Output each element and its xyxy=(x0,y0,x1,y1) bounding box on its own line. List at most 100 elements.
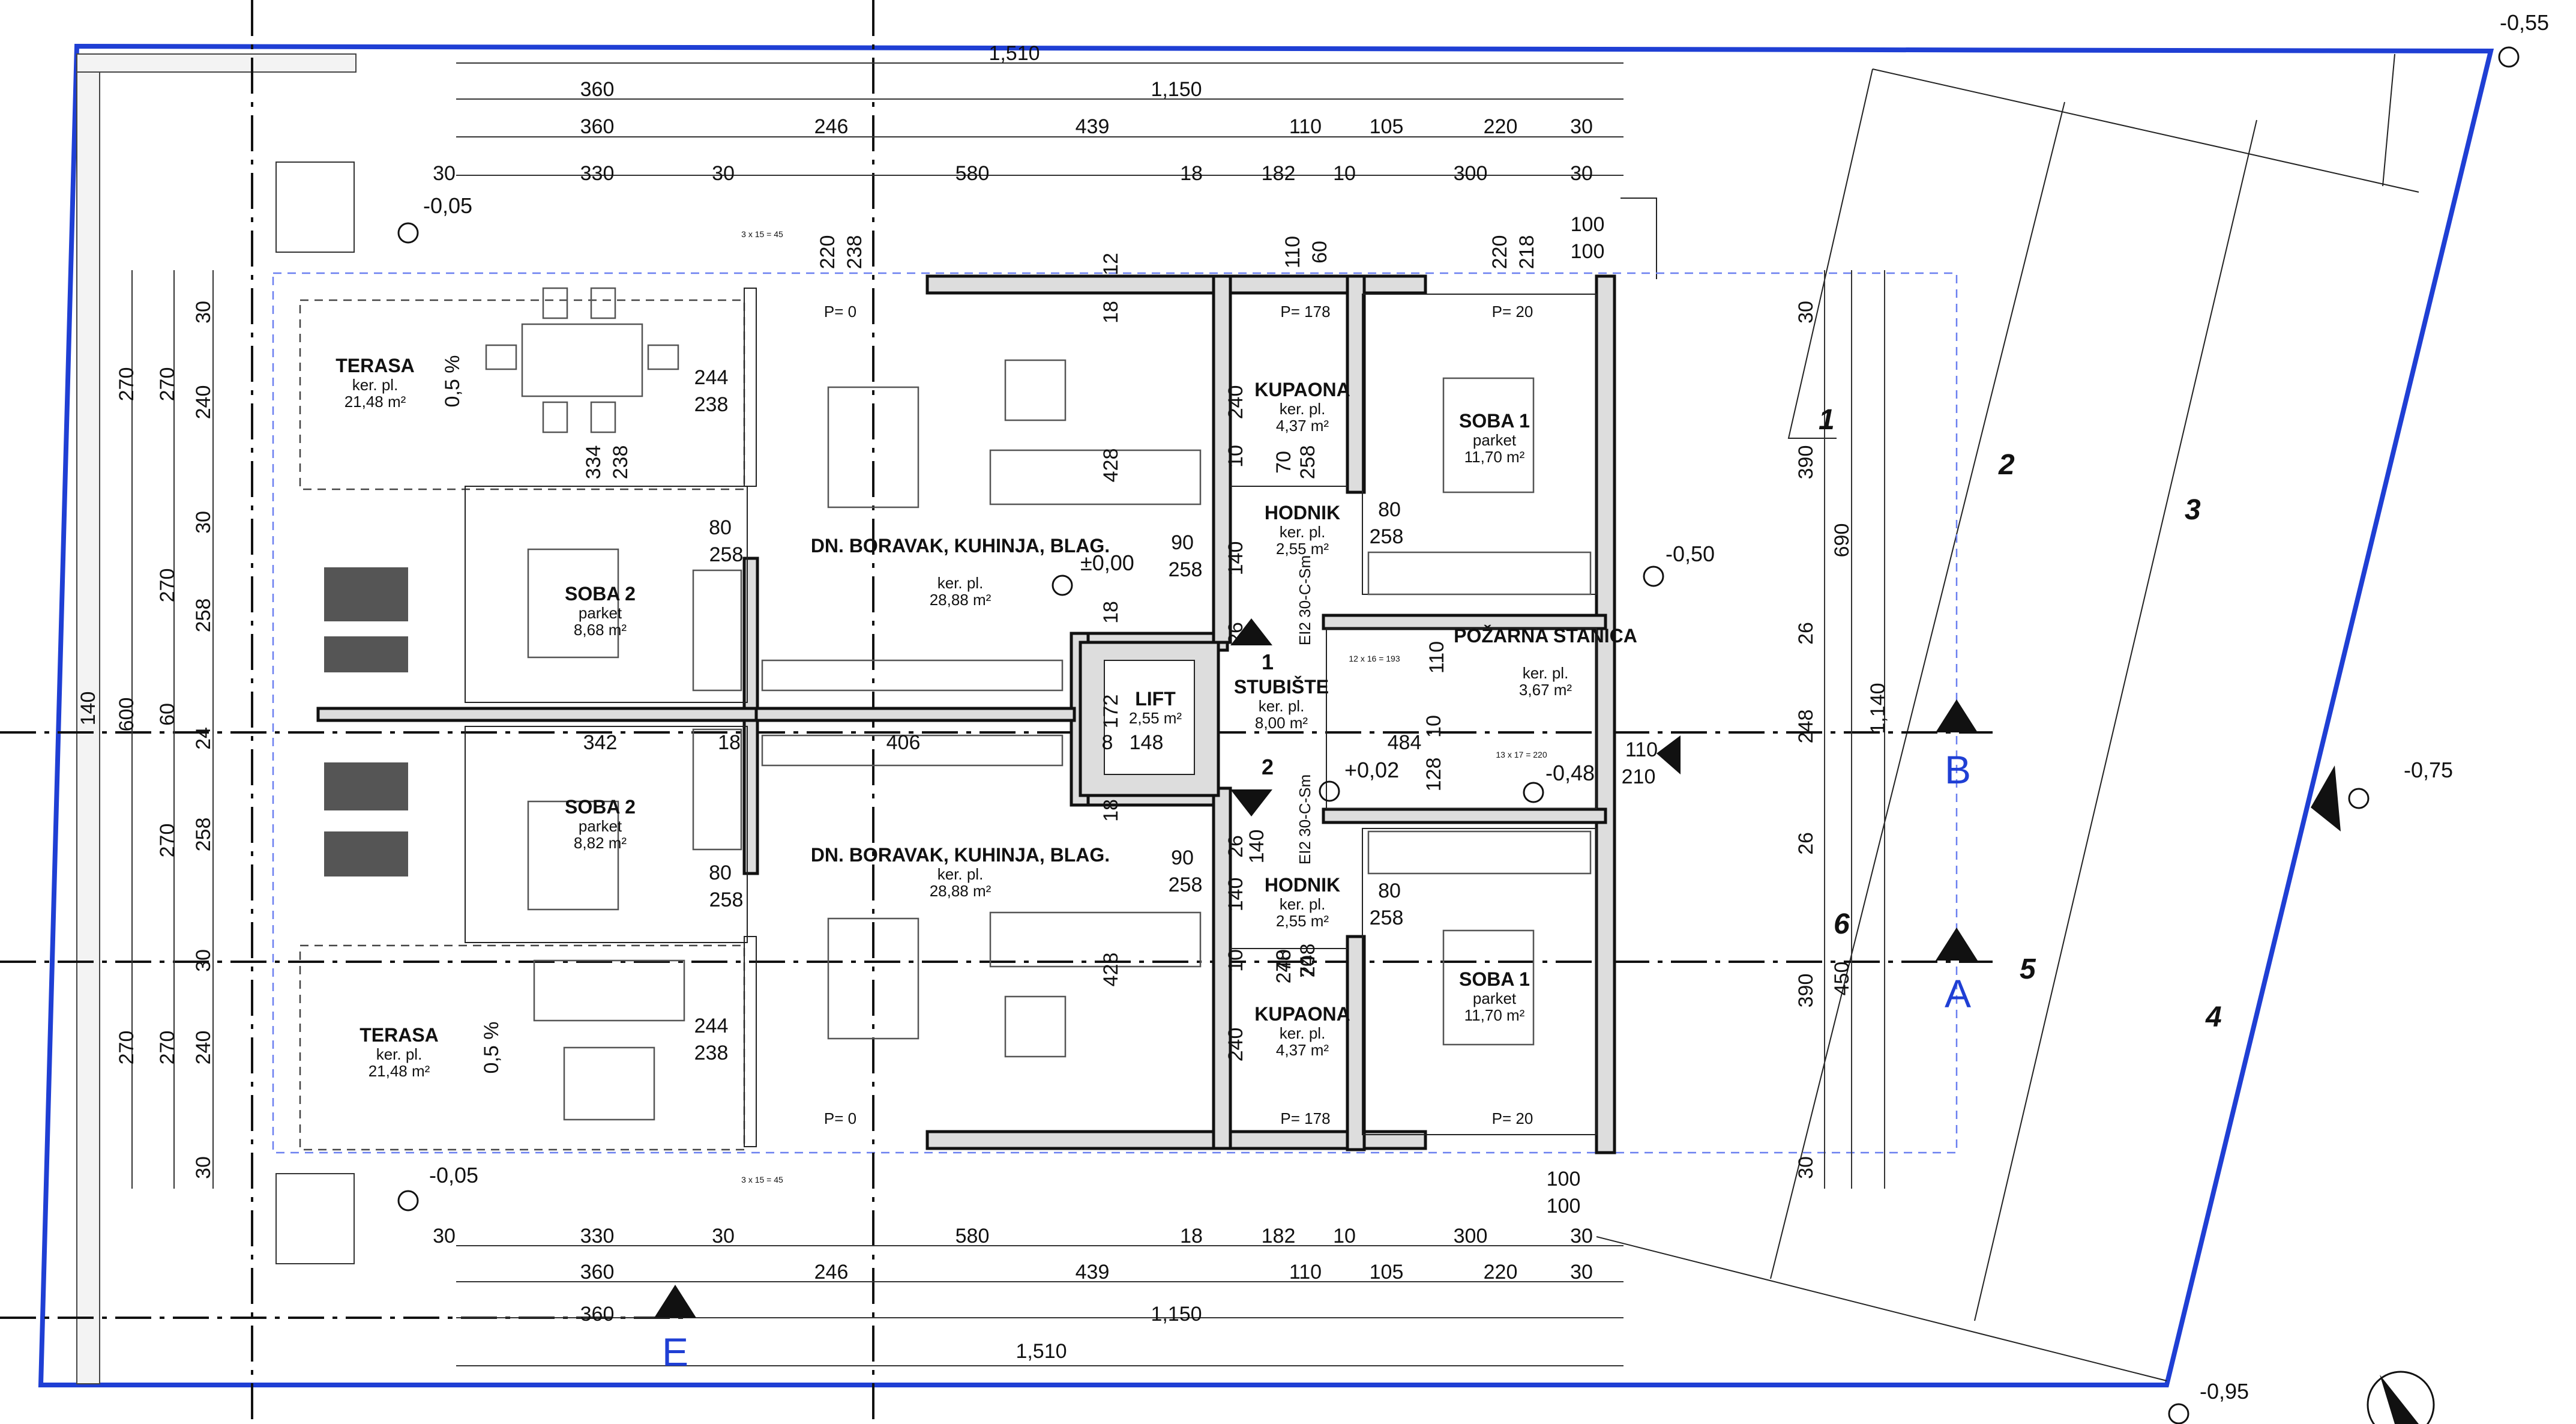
svg-text:ker. pl.: ker. pl. xyxy=(352,376,399,394)
level-mark: -0,05 xyxy=(423,193,472,218)
room-label-hodnik-top: HODNIK ker. pl. 2,55 m² xyxy=(1265,502,1340,558)
stair-count-labels: 12 x 16 = 193 13 x 17 = 220 3 x 15 = 45 … xyxy=(741,229,1547,1184)
svg-text:182: 182 xyxy=(1262,1225,1296,1248)
svg-text:ker. pl.: ker. pl. xyxy=(376,1045,423,1063)
room-label-soba2-top: SOBA 2 parket 8,68 m² xyxy=(565,583,636,639)
svg-text:30: 30 xyxy=(192,301,215,324)
svg-text:parket: parket xyxy=(1473,431,1517,449)
terrace-wall-left xyxy=(76,53,100,1384)
svg-text:21,48 m²: 21,48 m² xyxy=(345,393,406,411)
svg-text:ker. pl.: ker. pl. xyxy=(1280,523,1326,541)
furniture xyxy=(485,287,1592,1121)
svg-text:ker. pl.: ker. pl. xyxy=(937,574,984,592)
level-mark: +0,02 xyxy=(1344,758,1399,782)
svg-text:70: 70 xyxy=(1272,451,1295,474)
svg-text:238: 238 xyxy=(694,1042,729,1064)
room-label-pozarna: POŽARNA STANICA ker. pl. 3,67 m² xyxy=(1454,625,1637,699)
svg-text:238: 238 xyxy=(694,393,729,416)
svg-text:428: 428 xyxy=(1100,448,1122,483)
terrace-outline-bottom xyxy=(299,944,745,1151)
svg-text:90: 90 xyxy=(1171,531,1194,554)
dims-left: 270 270 240 30 30 270 258 140 600 60 24 … xyxy=(77,301,215,1179)
plot-boundary xyxy=(38,43,2494,1387)
svg-text:26: 26 xyxy=(1795,622,1817,645)
dim-top-total: 1,510 xyxy=(989,42,1040,65)
svg-text:300: 300 xyxy=(1454,162,1488,185)
svg-text:270: 270 xyxy=(156,824,179,858)
svg-text:parket: parket xyxy=(579,817,622,835)
svg-text:HODNIK: HODNIK xyxy=(1265,874,1340,896)
svg-text:3 x 15 = 45: 3 x 15 = 45 xyxy=(741,1175,783,1184)
slope-label: 0,5 % xyxy=(441,355,464,408)
svg-text:2,55 m²: 2,55 m² xyxy=(1129,709,1182,727)
svg-text:30: 30 xyxy=(1570,1261,1593,1284)
dims-bottom: 30 330 30 580 18 182 10 300 30 360 246 4… xyxy=(433,1225,1593,1363)
axis-label-A: A xyxy=(1945,971,1971,1016)
svg-text:30: 30 xyxy=(712,1225,735,1248)
svg-text:70: 70 xyxy=(1296,955,1319,978)
svg-text:110: 110 xyxy=(1289,115,1322,138)
svg-text:330: 330 xyxy=(580,1225,615,1248)
svg-text:18: 18 xyxy=(1100,301,1122,324)
svg-text:10: 10 xyxy=(1422,715,1445,738)
section-marks xyxy=(654,618,2341,1318)
svg-text:5: 5 xyxy=(2020,953,2036,985)
svg-text:30: 30 xyxy=(192,1156,215,1179)
svg-text:258: 258 xyxy=(1169,558,1203,581)
svg-text:SOBA 2: SOBA 2 xyxy=(565,583,636,605)
svg-text:484: 484 xyxy=(1388,731,1422,754)
svg-text:210: 210 xyxy=(1622,765,1656,788)
svg-text:100: 100 xyxy=(1571,213,1605,236)
svg-text:140: 140 xyxy=(1224,878,1247,912)
svg-text:26: 26 xyxy=(1795,832,1817,855)
axis-label-E: E xyxy=(662,1330,688,1374)
exterior-walls xyxy=(316,274,1616,1154)
svg-text:258: 258 xyxy=(1296,445,1319,480)
svg-text:240: 240 xyxy=(192,385,215,420)
dims-right: 30 390 690 26 248 1,140 26 390 450 30 xyxy=(1795,301,1889,1179)
svg-text:ker. pl.: ker. pl. xyxy=(1523,664,1569,682)
svg-text:2: 2 xyxy=(1998,449,2015,481)
svg-text:439: 439 xyxy=(1076,1261,1110,1284)
svg-text:600: 600 xyxy=(115,698,138,732)
svg-text:18: 18 xyxy=(1100,799,1122,822)
svg-text:30: 30 xyxy=(1570,115,1593,138)
svg-text:439: 439 xyxy=(1076,115,1110,138)
svg-text:360: 360 xyxy=(580,1303,615,1326)
svg-text:TERASA: TERASA xyxy=(360,1024,439,1046)
svg-text:580: 580 xyxy=(955,162,990,185)
svg-text:238: 238 xyxy=(843,235,866,270)
svg-text:parket: parket xyxy=(1473,989,1517,1007)
svg-text:KUPAONA: KUPAONA xyxy=(1254,379,1350,400)
svg-text:258: 258 xyxy=(192,818,215,852)
svg-text:110: 110 xyxy=(1281,236,1304,268)
svg-text:390: 390 xyxy=(1795,974,1817,1008)
dims-top: 1,510 360 1,150 360 246 439 110 105 220 … xyxy=(433,42,1593,185)
dims-inner: 220 238 12 18 110 60 220 218 100 100 244… xyxy=(582,213,1658,1217)
svg-text:244: 244 xyxy=(694,1015,729,1037)
svg-text:240: 240 xyxy=(1224,385,1247,420)
svg-text:248: 248 xyxy=(1272,950,1295,984)
svg-text:258: 258 xyxy=(192,599,215,633)
svg-text:P= 0: P= 0 xyxy=(824,303,856,321)
room-label-lift: LIFT 2,55 m² xyxy=(1129,688,1182,727)
svg-text:60: 60 xyxy=(1308,241,1331,264)
svg-text:SOBA 1: SOBA 1 xyxy=(1459,410,1530,432)
svg-text:3,67 m²: 3,67 m² xyxy=(1519,681,1572,699)
svg-text:105: 105 xyxy=(1370,1261,1404,1284)
lift-cabin xyxy=(1104,660,1195,775)
svg-text:258: 258 xyxy=(1169,873,1203,896)
room-label-soba1-top: SOBA 1 parket 11,70 m² xyxy=(1459,410,1530,466)
svg-text:258: 258 xyxy=(1370,525,1404,548)
svg-text:390: 390 xyxy=(1795,445,1817,480)
svg-text:30: 30 xyxy=(433,162,456,185)
svg-text:2,55 m²: 2,55 m² xyxy=(1276,540,1329,558)
svg-text:80: 80 xyxy=(1378,498,1401,521)
svg-text:3 x 15 = 45: 3 x 15 = 45 xyxy=(741,229,783,239)
north-arrow-icon xyxy=(2367,1371,2435,1424)
level-marks: -0,55 -0,05 -0,05 ±0,00 +0,02 -0,50 -0,4… xyxy=(423,10,2549,1404)
svg-text:DN. BORAVAK, KUHINJA, BLAG.: DN. BORAVAK, KUHINJA, BLAG. xyxy=(811,844,1110,866)
svg-text:182: 182 xyxy=(1262,162,1296,185)
room-label-boravak-bottom: DN. BORAVAK, KUHINJA, BLAG. ker. pl. 28,… xyxy=(811,844,1110,900)
